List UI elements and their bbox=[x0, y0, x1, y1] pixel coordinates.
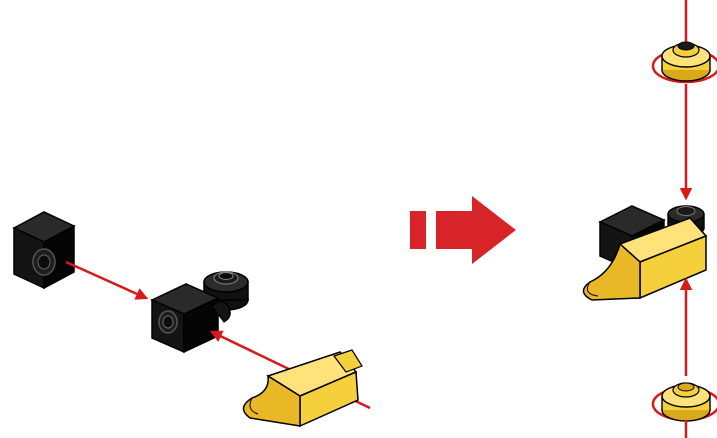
round-plate-icon bbox=[653, 383, 717, 421]
round-plate-icon bbox=[653, 42, 717, 82]
step-sub-assembly bbox=[14, 212, 370, 426]
yellow-slope-icon bbox=[243, 350, 362, 426]
black-clip-plate-icon bbox=[152, 272, 248, 352]
direction-arrow-icon bbox=[410, 196, 516, 264]
black-plate-icon bbox=[14, 212, 74, 288]
assembly-arrow-1 bbox=[66, 262, 146, 298]
step-final-assembly bbox=[583, 0, 717, 438]
assembled-unit bbox=[583, 206, 706, 300]
